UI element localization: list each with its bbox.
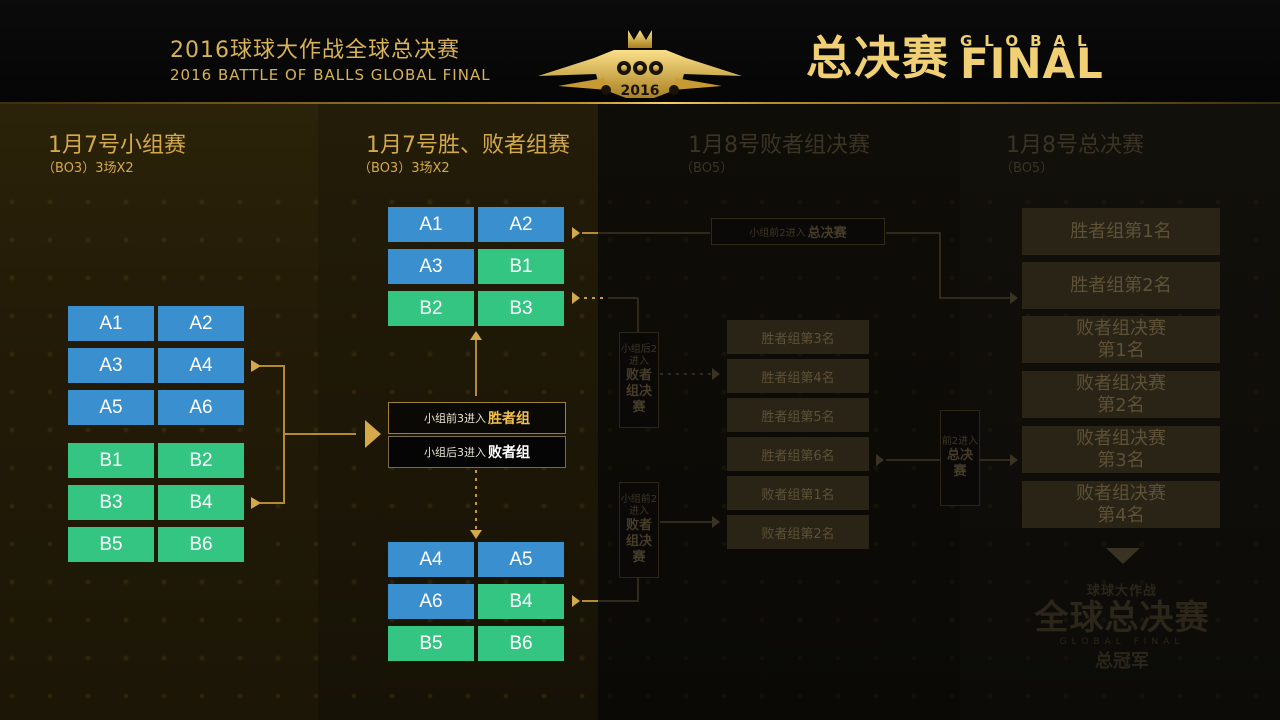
team-tile: B1 xyxy=(68,443,154,478)
col2-subtitle: （BO3）3场X2 xyxy=(358,161,450,176)
slot-line: 胜者组第1名 xyxy=(1070,220,1172,242)
title-en: 2016 BATTLE OF BALLS GLOBAL FINAL xyxy=(170,66,491,84)
losers-final-slot: 败者组第2名 xyxy=(727,515,869,549)
direct-final-label: 小组前2进入总决赛 xyxy=(711,218,885,245)
losers-final-slot: 胜者组第3名 xyxy=(727,320,869,354)
col2-title: 1月7号胜、败者组赛 xyxy=(366,133,570,158)
grand-final-slot: 败者组决赛第4名 xyxy=(1022,481,1220,528)
grand-final-slot: 胜者组第2名 xyxy=(1022,262,1220,309)
losers-final-tag-a: 小组后2进入 败者组决赛 xyxy=(619,332,659,428)
team-tile: B3 xyxy=(478,291,564,326)
logo-year: 2016 xyxy=(621,83,660,99)
slot-line: 第3名 xyxy=(1097,449,1145,471)
team-tile: A4 xyxy=(158,348,244,383)
final-label: FINAL xyxy=(960,39,1104,88)
losers-final-slot: 胜者组第4名 xyxy=(727,359,869,393)
team-tile: B6 xyxy=(158,527,244,562)
team-tile: B5 xyxy=(388,626,474,661)
trophy-big: 全球总决赛 xyxy=(1034,598,1210,638)
tag-c-small: 前2进入 xyxy=(941,436,979,447)
header-divider xyxy=(0,102,1280,104)
team-tile: A3 xyxy=(388,249,474,284)
team-tile: A6 xyxy=(158,390,244,425)
losers-final-slot: 胜者组第6名 xyxy=(727,437,869,471)
slot-line: 败者组决赛 xyxy=(1076,317,1166,339)
grand-final-slot: 败者组决赛第1名 xyxy=(1022,316,1220,363)
champion-logo: 球球大作战 全球总决赛 GLOBAL FINAL 总冠军 xyxy=(1030,580,1214,673)
team-tile: A5 xyxy=(478,542,564,577)
slot-line: 第2名 xyxy=(1097,394,1145,416)
big-title-cn: 总决赛 xyxy=(806,31,950,85)
team-tile: B5 xyxy=(68,527,154,562)
tag-c-strong: 总决赛 xyxy=(946,448,973,479)
col1-title: 1月7号小组赛 xyxy=(48,133,186,158)
team-tile: A1 xyxy=(388,207,474,242)
team-tile: B1 xyxy=(478,249,564,284)
grand-final-tag: 前2进入 总决赛 xyxy=(940,410,980,506)
team-tile: A2 xyxy=(158,306,244,341)
grand-final-slot: 败者组决赛第2名 xyxy=(1022,371,1220,418)
grand-final-slot: 胜者组第1名 xyxy=(1022,208,1220,255)
team-tile: A6 xyxy=(388,584,474,619)
trophy-champion: 总冠军 xyxy=(1095,651,1149,672)
top3-prefix: 小组前3进入 xyxy=(424,412,486,425)
slot-line: 败者组决赛 xyxy=(1076,372,1166,394)
team-tile: A4 xyxy=(388,542,474,577)
slot-line: 胜者组第2名 xyxy=(1070,274,1172,296)
col1-subtitle: （BO3）3场X2 xyxy=(42,161,134,176)
global-label: GLOBAL xyxy=(960,32,1099,50)
slot-line: 败者组决赛 xyxy=(1076,482,1166,504)
team-tile: B3 xyxy=(68,485,154,520)
team-tile: A3 xyxy=(68,348,154,383)
header: 2016球球大作战全球总决赛 2016 BATTLE OF BALLS GLOB… xyxy=(0,0,1280,104)
losers-final-slot: 败者组第1名 xyxy=(727,476,869,510)
bottom3-prefix: 小组后3进入 xyxy=(424,446,486,459)
col3-title: 1月8号败者组决赛 xyxy=(688,133,870,158)
title-cn: 2016球球大作战全球总决赛 xyxy=(170,38,460,63)
team-tile: A1 xyxy=(68,306,154,341)
col4-title: 1月8号总决赛 xyxy=(1006,133,1144,158)
trophy-small: 球球大作战 xyxy=(1086,584,1157,599)
top3-strong: 胜者组 xyxy=(488,411,530,427)
losers-final-slot: 胜者组第5名 xyxy=(727,398,869,432)
bottom3-losers-label: 小组后3进入败者组 xyxy=(388,436,566,468)
team-tile: B4 xyxy=(158,485,244,520)
grand-final-slot: 败者组决赛第3名 xyxy=(1022,426,1220,473)
losers-final-tag-b: 小组前2进入 败者组决赛 xyxy=(619,482,659,578)
team-tile: B2 xyxy=(388,291,474,326)
col3-subtitle: （BO5） xyxy=(680,161,734,176)
tag-b-strong: 败者组决赛 xyxy=(625,518,652,565)
team-tile: A5 xyxy=(68,390,154,425)
crown-logo: 2016 xyxy=(538,30,742,99)
tag-b-small: 小组前2进入 xyxy=(620,494,658,517)
direct-strong: 总决赛 xyxy=(807,226,847,241)
direct-prefix: 小组前2进入 xyxy=(749,228,806,239)
col4-subtitle: （BO5） xyxy=(1000,161,1054,176)
slot-line: 第1名 xyxy=(1097,339,1145,361)
top3-winners-label: 小组前3进入胜者组 xyxy=(388,402,566,434)
slot-line: 败者组决赛 xyxy=(1076,427,1166,449)
team-tile: B2 xyxy=(158,443,244,478)
team-tile: A2 xyxy=(478,207,564,242)
slot-line: 第4名 xyxy=(1097,504,1145,526)
tag-a-small: 小组后2进入 xyxy=(620,344,658,367)
tag-a-strong: 败者组决赛 xyxy=(625,368,652,415)
trophy-en: GLOBAL FINAL xyxy=(1059,637,1185,647)
team-tile: B4 xyxy=(478,584,564,619)
bottom3-strong: 败者组 xyxy=(488,445,530,461)
team-tile: B6 xyxy=(478,626,564,661)
